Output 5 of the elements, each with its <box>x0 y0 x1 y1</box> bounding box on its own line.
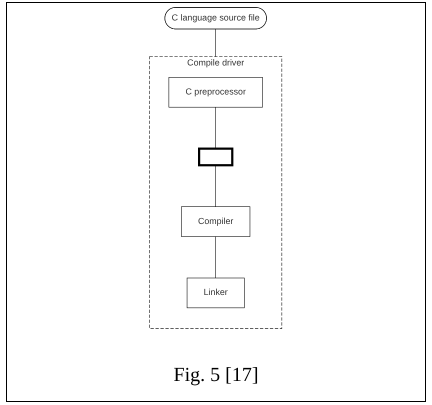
figure-caption: Fig. 5 [17] <box>174 364 258 387</box>
node-box <box>198 148 234 166</box>
node-box: C preprocessor <box>168 77 264 108</box>
node-box: Linker <box>187 278 245 308</box>
node-box: Compiler <box>181 206 251 237</box>
